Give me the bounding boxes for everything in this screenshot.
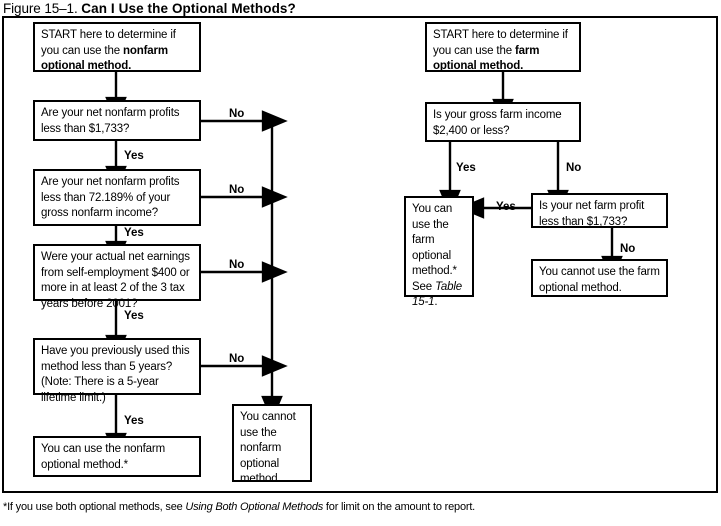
nonfarm-q3-no-label: No — [229, 259, 245, 271]
figure-footnote: *If you use both optional methods, see U… — [3, 500, 713, 514]
farm-can-use-table-ref: Table 15-1 — [412, 280, 463, 309]
footnote-italic-reference: Using Both Optional Methods — [185, 501, 324, 513]
figure-title: Figure 15–1. Can I Use the Optional Meth… — [3, 0, 703, 17]
farm-start-box: START here to determine if you can use t… — [425, 22, 581, 72]
farm-q2-no-label: No — [620, 243, 636, 255]
farm-can-use-box: You can use the farm optional method.* S… — [404, 196, 474, 308]
nonfarm-cannot-use-text: You cannot use the nonfarm optional meth… — [240, 411, 296, 485]
farm-question-2-box: Is your net farm profit less than $1,733… — [531, 193, 668, 228]
nonfarm-can-use-text: You can use the nonfarm optional method.… — [41, 443, 165, 471]
nonfarm-q2-no-label: No — [229, 184, 245, 196]
nonfarm-q3-yes-label: Yes — [124, 310, 144, 322]
figure-caption: Can I Use the Optional Methods? — [81, 1, 296, 16]
footnote-prefix: *If you use both optional methods, see — [3, 501, 186, 513]
nonfarm-q4-yes-label: Yes — [124, 415, 144, 427]
nonfarm-question-3-text: Were your actual net earnings from self-… — [41, 251, 190, 310]
nonfarm-start-line1: START here to determine if — [41, 29, 176, 41]
nonfarm-question-4-box: Have you previously used this method les… — [33, 338, 201, 404]
nonfarm-q4-no-label: No — [229, 353, 245, 365]
nonfarm-cannot-use-box: You cannot use the nonfarm optional meth… — [232, 404, 312, 485]
nonfarm-q1-yes-label: Yes — [124, 150, 144, 162]
nonfarm-question-2-text: Are your net nonfarm profits less than 7… — [41, 176, 180, 219]
nonfarm-question-2-box: Are your net nonfarm profits less than 7… — [33, 169, 201, 226]
nonfarm-q1-no-label: No — [229, 108, 245, 120]
footnote-suffix: for limit on the amount to report. — [323, 501, 476, 513]
nonfarm-q2-yes-label: Yes — [124, 227, 144, 239]
nonfarm-start-line2-prefix: you can use the — [41, 44, 123, 57]
nonfarm-start-line2-bold: nonfarm — [123, 44, 168, 57]
farm-cannot-use-box: You cannot use the farm optional method. — [531, 259, 668, 297]
farm-can-use-text: You can use the farm optional method.* S… — [412, 203, 457, 293]
farm-start-line1: START here to determine if — [433, 29, 568, 41]
figure-number: Figure 15–1. — [3, 1, 78, 16]
nonfarm-question-1-text: Are your net nonfarm profits less than $… — [41, 107, 180, 135]
farm-q1-no-label: No — [566, 162, 582, 174]
nonfarm-question-3-box: Were your actual net earnings from self-… — [33, 244, 201, 310]
farm-q1-yes-label: Yes — [456, 162, 476, 174]
farm-q2-yes-label: Yes — [496, 201, 516, 213]
farm-question-2-text: Is your net farm profit less than $1,733… — [539, 200, 645, 228]
farm-can-use-tail: . — [434, 296, 438, 308]
nonfarm-can-use-box: You can use the nonfarm optional method.… — [33, 436, 201, 477]
nonfarm-question-4-text: Have you previously used this method les… — [41, 345, 190, 404]
farm-start-line3-bold: optional method. — [433, 60, 524, 72]
nonfarm-question-1-box: Are your net nonfarm profits less than $… — [33, 100, 201, 141]
farm-start-line2-prefix: you can use the — [433, 44, 515, 57]
farm-question-1-box: Is your gross farm income $2,400 or less… — [425, 102, 581, 142]
farm-cannot-use-text: You cannot use the farm optional method. — [539, 266, 660, 294]
nonfarm-start-line3-bold: optional method. — [41, 60, 132, 72]
farm-question-1-text: Is your gross farm income $2,400 or less… — [433, 109, 562, 137]
nonfarm-start-box: START here to determine if you can use t… — [33, 22, 201, 72]
farm-start-line2-bold: farm — [515, 44, 540, 57]
